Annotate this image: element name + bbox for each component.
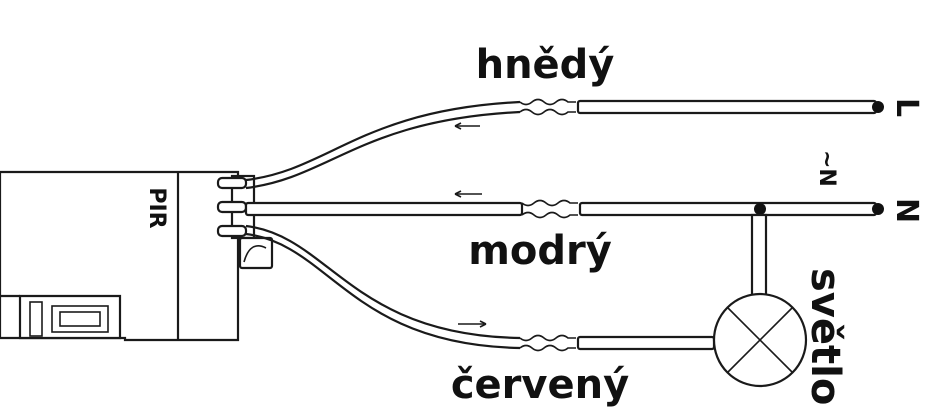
light-label: světlo xyxy=(802,268,848,405)
brown-wire xyxy=(245,98,878,190)
terminal-l-label: L xyxy=(889,98,924,117)
blue-wire xyxy=(244,190,878,219)
junction-dot xyxy=(754,203,766,215)
supply-label: ~N xyxy=(814,150,839,187)
pir-sensor xyxy=(0,170,274,342)
red-wire xyxy=(245,224,716,352)
terminal-l-dot xyxy=(872,101,884,113)
pir-label: PIR xyxy=(144,187,169,228)
blue-wire-label: modrý xyxy=(468,228,612,274)
terminal-n-dot xyxy=(872,203,884,215)
terminal-n-label: N xyxy=(889,198,924,223)
red-wire-label: červený xyxy=(451,362,629,408)
lamp xyxy=(712,213,808,388)
brown-wire-label: hnědý xyxy=(476,42,615,88)
